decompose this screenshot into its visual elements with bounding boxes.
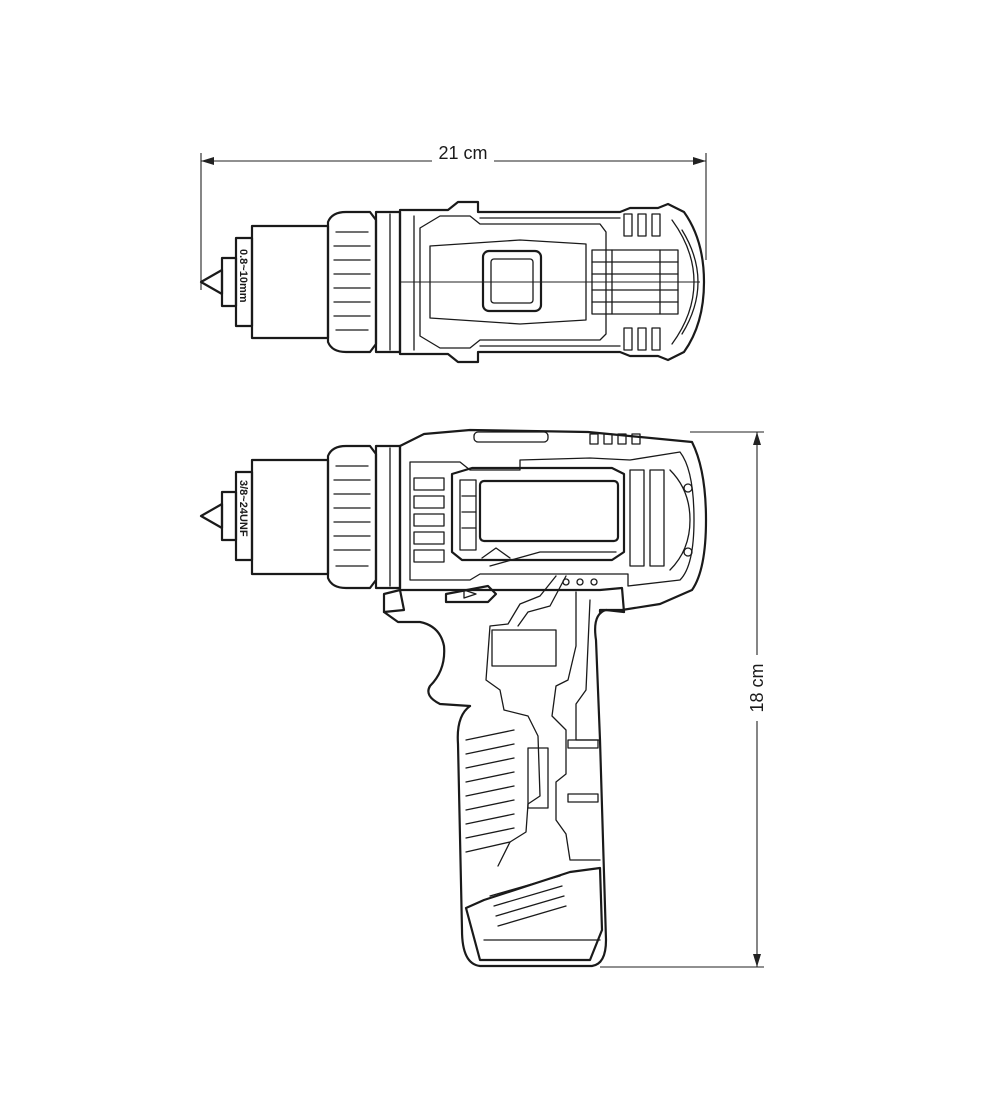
side-grip-ribs bbox=[491, 629, 557, 667]
drill-top-view: 0.8~10mm bbox=[199, 200, 706, 364]
side-chuck-nose bbox=[220, 490, 238, 542]
width-label: 21 cm bbox=[438, 143, 487, 163]
height-label: 18 cm bbox=[747, 663, 767, 712]
top-motor-housing bbox=[398, 200, 706, 364]
drill-side-view: 3/8~24UNF bbox=[199, 428, 708, 968]
height-label-mask bbox=[745, 655, 769, 721]
side-front-vent bbox=[413, 477, 445, 491]
side-top-vent bbox=[473, 431, 549, 443]
side-chuck-tip bbox=[199, 502, 224, 530]
top-chuck-marking: 0.8~10mm bbox=[237, 249, 249, 303]
top-chuck-tip bbox=[199, 268, 224, 296]
top-direction-switch bbox=[481, 249, 543, 313]
side-body-panel bbox=[409, 451, 695, 587]
side-direction-button bbox=[444, 584, 498, 604]
top-rear-cap bbox=[671, 219, 695, 345]
side-chuck-knurled-sleeve bbox=[250, 458, 330, 576]
side-led-3 bbox=[590, 578, 598, 586]
width-label-mask bbox=[432, 141, 494, 163]
side-grip-decor-left bbox=[485, 575, 557, 867]
width-arrow-left bbox=[201, 157, 214, 165]
side-trigger-top-edge bbox=[398, 586, 626, 614]
side-display-frame bbox=[450, 466, 626, 562]
top-chuck-knurled-sleeve bbox=[250, 224, 330, 340]
side-trigger-nose bbox=[382, 588, 406, 614]
height-dimension: 18 cm bbox=[600, 431, 769, 968]
height-arrow-top bbox=[753, 432, 761, 445]
side-grip-decor-right bbox=[551, 591, 601, 861]
height-arrow-bottom bbox=[753, 954, 761, 967]
side-chuck-marking: 3/8~24UNF bbox=[237, 480, 249, 537]
top-chuck-nose bbox=[220, 256, 238, 308]
side-grip-slot bbox=[527, 747, 549, 809]
width-arrow-right bbox=[693, 157, 706, 165]
side-display-window bbox=[478, 479, 620, 543]
top-rear-vent bbox=[591, 249, 679, 315]
side-battery-pack bbox=[464, 866, 604, 962]
side-led-2 bbox=[576, 578, 584, 586]
top-gear-housing bbox=[374, 210, 402, 354]
width-dimension: 21 cm bbox=[200, 141, 707, 290]
side-gear-housing bbox=[374, 444, 402, 590]
top-clutch-ring bbox=[326, 210, 378, 354]
side-clutch-ring bbox=[326, 444, 378, 590]
side-handle bbox=[456, 608, 626, 968]
side-motor-housing bbox=[398, 428, 708, 614]
side-trigger bbox=[382, 610, 472, 708]
side-rear-vent bbox=[629, 469, 645, 567]
top-body-inner-panel bbox=[429, 239, 587, 325]
top-body-panel bbox=[419, 215, 607, 349]
